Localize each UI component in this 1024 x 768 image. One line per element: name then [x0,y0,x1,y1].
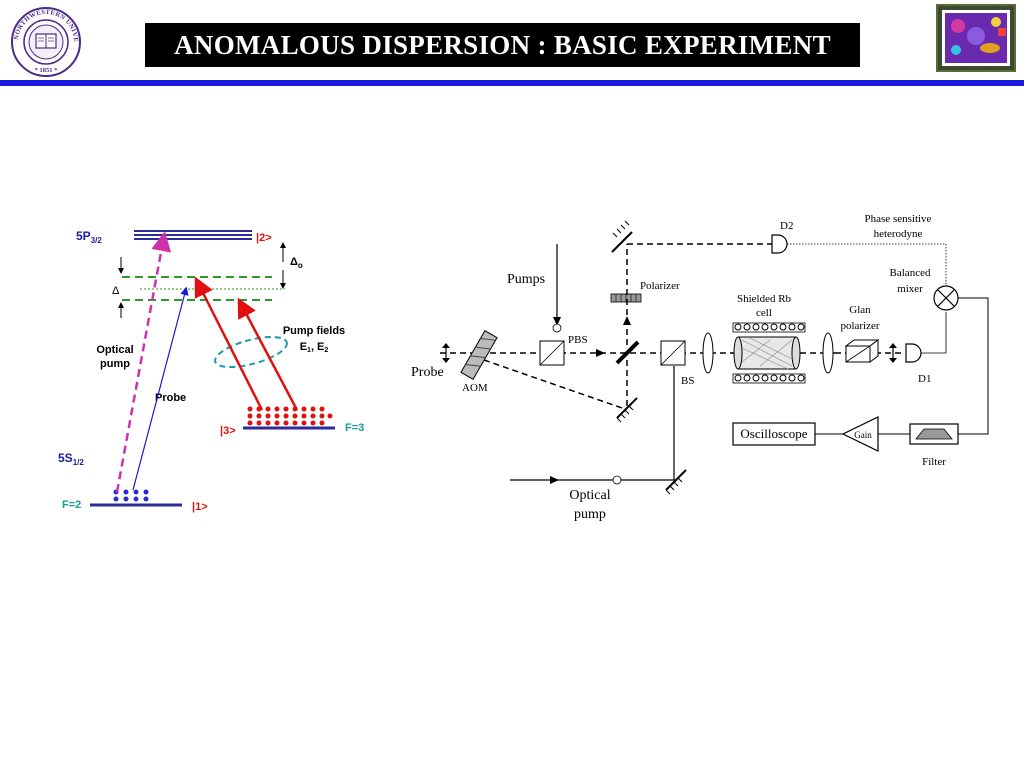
delta-label: Δ [112,285,120,297]
header-rule [0,80,1024,86]
oscilloscope-box [732,422,816,446]
ket-2-label: |2> [256,232,272,244]
mixer-output-line [958,297,989,435]
lens-left-icon [702,332,714,374]
optical-pump-label-2: pump [100,358,130,370]
level-5s-label: 5S1/2 [58,451,84,467]
d2-detector-icon [771,234,788,254]
top-mirror-icon [611,220,633,253]
shielded-label-2: cell [756,307,772,319]
balanced-label-1: Balanced [890,267,931,279]
phase-label-1: Phase sensitive [865,213,932,225]
glan-polarizer-icon [844,339,880,363]
aom-icon [460,330,498,380]
pump-arrow-e2 [237,297,299,411]
filter-icon [909,423,959,445]
bs-label: BS [681,375,694,387]
pump-fields-ellipse [214,335,288,369]
level-5p-label: 5P3/2 [76,229,102,245]
d2-label: D2 [780,220,793,232]
probe-text: Probe [411,365,444,380]
optical-pump-text-1: Optical [569,488,610,503]
pump-arrow-e1 [194,276,264,411]
f2-label: F=2 [62,499,81,511]
optical-pump-label-1: Optical [96,344,133,356]
rb-cell-icon [732,322,806,384]
svg-text:* 1851 *: * 1851 * [35,67,58,74]
f3-label: F=3 [345,422,364,434]
gain-label: Gain [854,430,872,440]
balanced-mixer-icon [933,285,959,311]
aom-label: AOM [462,382,488,394]
d1-polarization-icon [889,343,897,363]
pbs-label: PBS [568,334,588,346]
gain-amplifier-icon [841,416,879,452]
pumps-polarization-icon [552,323,562,333]
balanced-label-2: mixer [897,283,923,295]
population-dots-3 [247,406,333,426]
title-banner: ANOMALOUS DISPERSION : BASIC EXPERIMENT [145,23,860,67]
d1-signal-line [921,312,947,354]
optical-pump-text-2: pump [574,507,606,522]
probe-polarization-icon [442,343,450,363]
probe-label: Probe [155,392,186,404]
d1-label: D1 [918,373,931,385]
ket-1-label: |1> [192,501,208,513]
glan-label-2: polarizer [840,320,879,332]
optical-pump-polarization-icon [612,475,622,485]
lower-mirror-icon [616,397,638,423]
lab-logo-icon [936,4,1016,72]
center-beamsplitter [615,340,640,365]
phase-label-2: heterodyne [874,228,923,240]
lens-right-icon [822,332,834,374]
university-seal-icon: NORTHWESTERN UNIVERSITY * 1851 * [10,6,81,77]
probe-arrow [132,286,189,491]
polarizer-icon [610,293,642,303]
filter-label: Filter [922,456,946,468]
population-dots-1 [113,489,149,502]
pumps-label: Pumps [507,272,545,287]
page-title: ANOMALOUS DISPERSION : BASIC EXPERIMENT [174,29,831,60]
optical-pump-arrow [115,231,172,493]
bs-cube-icon [660,340,686,366]
glan-label-1: Glan [849,304,871,316]
pbs-cube-icon [539,340,565,366]
ket-3-label: |3> [220,425,236,437]
delta-o-label: Δo [290,256,303,270]
polarizer-label: Polarizer [640,280,680,292]
deflected-beam [483,359,623,409]
pump-fields-symbols: E1, E2 [300,341,329,354]
d2-signal-line [787,243,947,285]
optical-pump-mirror-icon [665,469,687,495]
d1-detector-icon [905,343,922,363]
shielded-label-1: Shielded Rb [737,293,792,305]
pump-fields-label: Pump fields [283,325,345,337]
oscilloscope-label: Oscilloscope [740,426,807,441]
